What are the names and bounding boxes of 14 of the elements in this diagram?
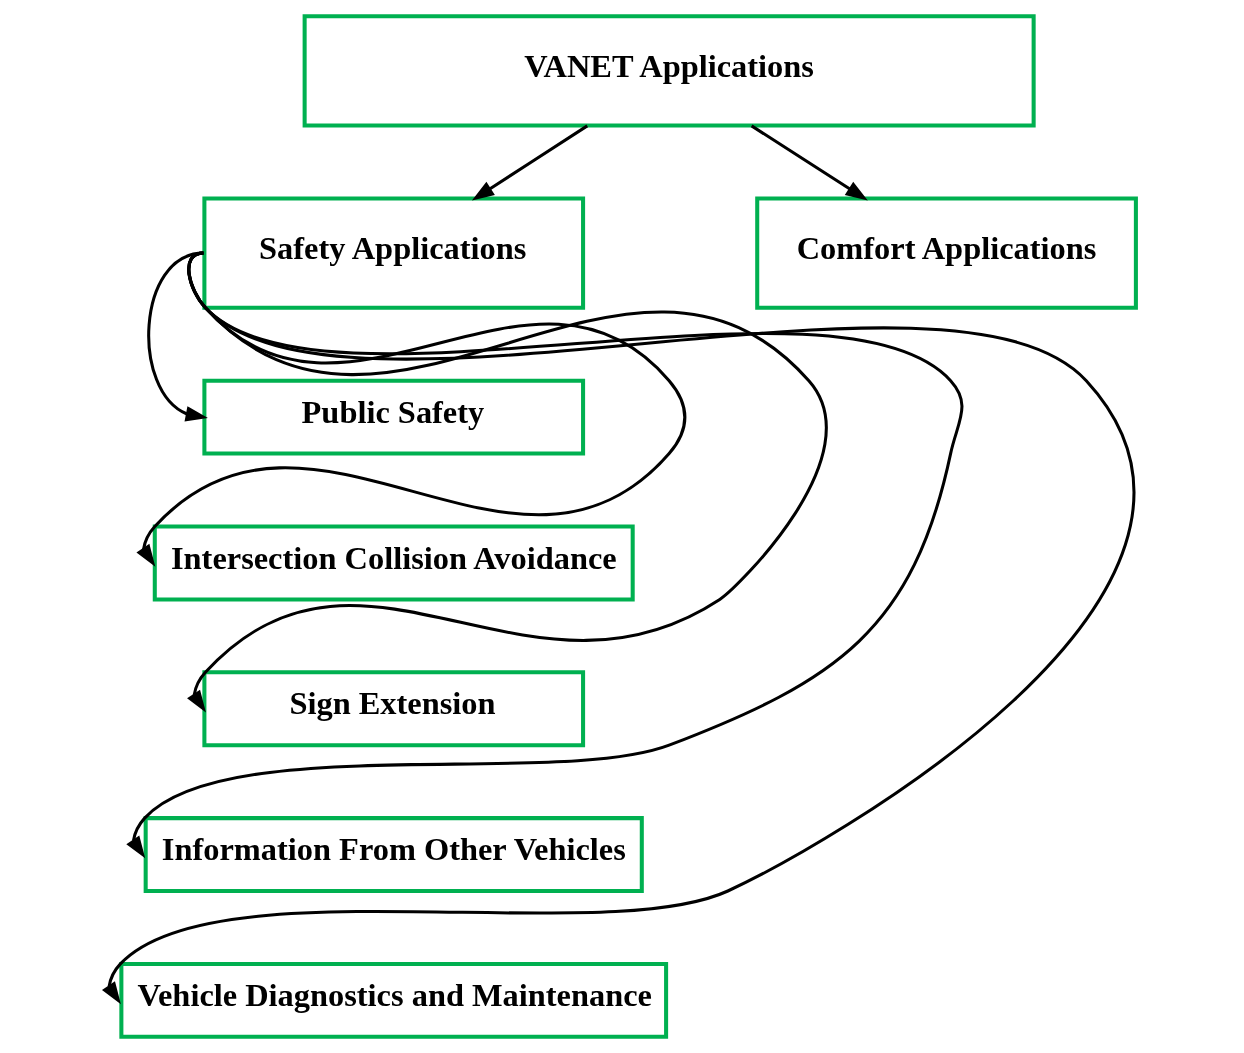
node-box: VANET Applications: [302, 14, 1036, 128]
node-box: Safety Applications: [201, 196, 585, 310]
arrow: [125, 251, 963, 859]
node-box: Public Safety: [201, 378, 585, 456]
node-box: Information From Other Vehicles: [143, 816, 644, 894]
arrow: [146, 251, 208, 422]
arrow: [471, 124, 588, 201]
node-box: Intersection Collision Avoidance: [152, 524, 635, 602]
node-box: Comfort Applications: [754, 196, 1138, 310]
node-box: Vehicle Diagnostics and Maintenance: [118, 961, 668, 1039]
node-box: Sign Extension: [201, 670, 585, 748]
arrow: [135, 251, 686, 567]
arrow: [101, 252, 1134, 1005]
arrow: [750, 124, 868, 201]
